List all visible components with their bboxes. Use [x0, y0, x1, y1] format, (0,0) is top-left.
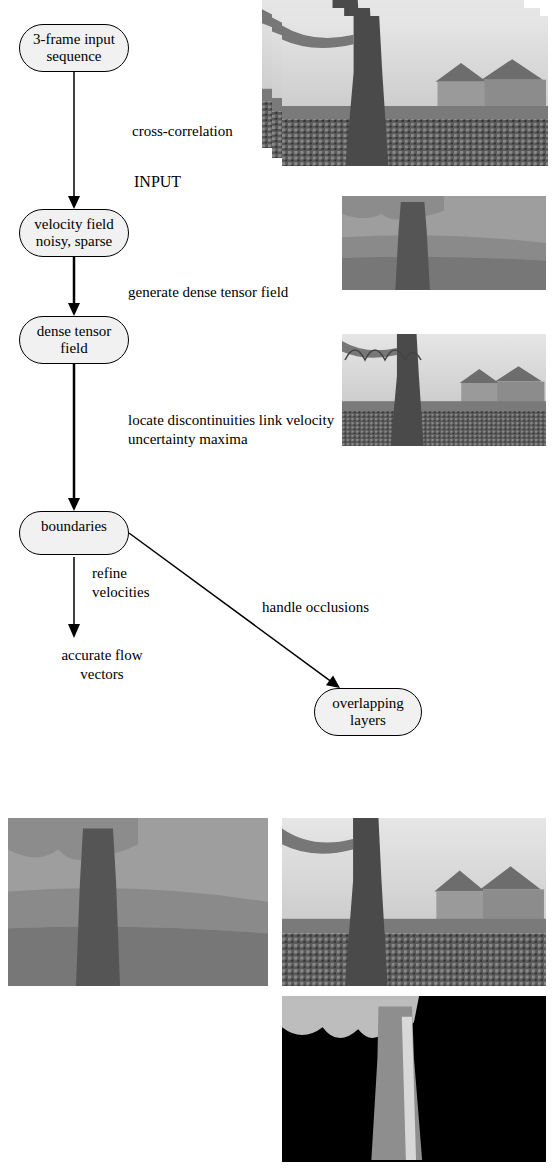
foreground-layer-image [282, 996, 546, 1162]
connector-line [73, 364, 76, 501]
node-text: boundaries [26, 518, 122, 535]
annotation-label: accurate flow vectors [52, 646, 152, 684]
arrowhead [326, 675, 340, 688]
edge-label: generate dense tensor field [128, 283, 368, 302]
node-text: 3-frame input sequence [26, 31, 122, 65]
annotation-label: refine velocities [92, 564, 164, 602]
process-node: overlapping layers [314, 688, 422, 736]
boundaries-image [342, 334, 546, 446]
refine-arrow [68, 557, 80, 638]
connector-line [73, 72, 75, 199]
input-frames [262, 0, 548, 166]
node-text: overlapping layers [321, 695, 415, 729]
node-text: velocity field noisy, sparse [26, 216, 122, 250]
background-layer-image [282, 818, 546, 986]
process-node: 3-frame input sequence [19, 24, 129, 72]
annotation-label: INPUT [134, 172, 214, 191]
process-node: boundaries [19, 511, 129, 555]
arrowhead [68, 196, 80, 209]
arrowhead [68, 303, 80, 316]
arrowhead [68, 498, 80, 511]
flow-result-image [8, 818, 268, 986]
connector-line [73, 257, 76, 306]
process-node: velocity field noisy, sparse [19, 209, 129, 257]
flow-arrow [68, 364, 80, 511]
flow-arrow [68, 72, 80, 209]
velocity-field-image [342, 196, 546, 290]
edge-label: handle occlusions [262, 598, 402, 617]
node-text: dense tensor field [26, 323, 122, 357]
edge-label: cross-correlation [132, 122, 302, 141]
flow-arrow [68, 257, 80, 316]
process-node: dense tensor field [19, 316, 129, 364]
edge-label: locate discontinuities link velocity unc… [128, 411, 360, 449]
